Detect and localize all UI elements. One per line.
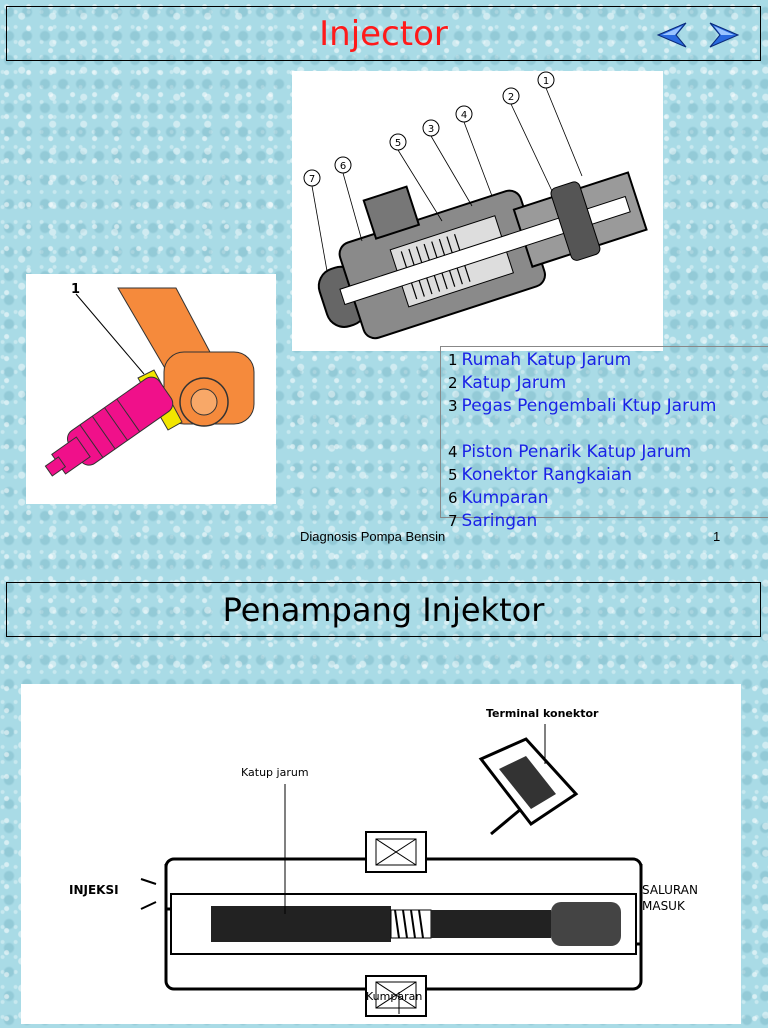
slide-title: Penampang Injektor xyxy=(222,590,545,629)
katup-label: Katup jarum xyxy=(241,766,309,779)
title-bar: Injector xyxy=(6,6,761,61)
next-arrow-icon[interactable] xyxy=(706,20,742,50)
injeksi-label: INJEKSI xyxy=(69,883,119,897)
legend-label[interactable]: Katup Jarum xyxy=(461,373,567,393)
legend-label[interactable]: Konektor Rangkaian xyxy=(461,465,633,485)
previous-arrow-icon[interactable] xyxy=(654,20,690,50)
slide-2: Penampang Injektor xyxy=(0,575,768,1024)
terminal-label: Terminal konektor xyxy=(486,707,599,720)
title-bar: Penampang Injektor xyxy=(6,582,761,637)
page-number: 1 xyxy=(713,529,721,544)
legend-label[interactable]: Kumparan xyxy=(461,488,549,508)
callout-1: 1 xyxy=(543,76,549,87)
footer-text: Diagnosis Pompa Bensin xyxy=(300,529,446,544)
callout-3: 3 xyxy=(428,124,434,135)
legend-label[interactable]: Saringan xyxy=(461,511,538,531)
legend-label[interactable]: Rumah Katup Jarum xyxy=(461,350,632,370)
kumparan-label: Kumparan xyxy=(366,990,422,1003)
slide-1: Injector xyxy=(6,6,768,544)
legend-label[interactable]: Piston Penarik Katup Jarum xyxy=(461,442,692,462)
callout-4: 4 xyxy=(461,110,467,121)
injector-cross-section-figure: Terminal konektor Katup jarum INJEKSI SA… xyxy=(21,684,741,1024)
legend-label[interactable]: Pegas Pengembali Ktup Jarum xyxy=(461,396,717,416)
injector-mount-figure: 1 xyxy=(26,274,276,504)
injector-cutaway-figure: 1 2 3 4 5 6 7 xyxy=(292,71,663,351)
figure-label: 1 xyxy=(71,282,81,297)
callout-7: 7 xyxy=(309,174,315,185)
callout-5: 5 xyxy=(395,138,401,149)
callout-6: 6 xyxy=(340,161,346,172)
saluran-label: SALURAN xyxy=(642,883,698,897)
callout-2: 2 xyxy=(508,92,514,103)
slide-title: Injector xyxy=(319,13,448,54)
masuk-label: MASUK xyxy=(642,899,686,913)
